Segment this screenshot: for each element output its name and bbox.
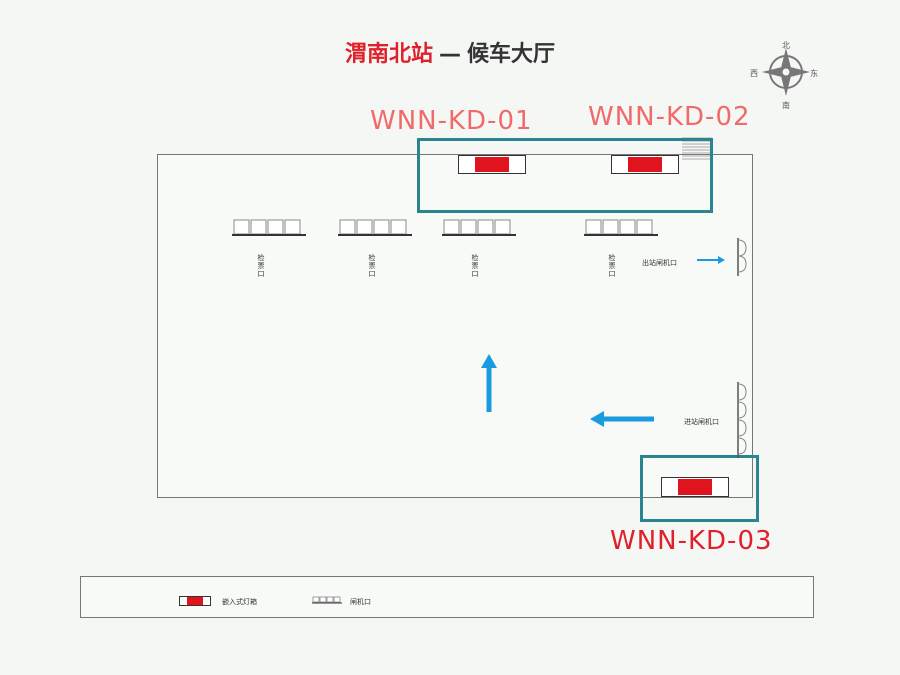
seating-row-4 — [584, 219, 658, 236]
exit-gate-turnstiles — [737, 238, 747, 276]
lightbox-01[interactable] — [458, 155, 526, 174]
lightbox-02[interactable] — [611, 155, 679, 174]
ad-spot-highlight-01-02[interactable] — [417, 138, 713, 213]
legend-lightbox-swatch-panel — [187, 597, 203, 605]
ad-spot-highlight-03[interactable] — [640, 455, 759, 522]
legend-gate-label: 闸机口 — [350, 598, 371, 606]
arrow-up-icon — [481, 354, 497, 412]
lightbox-03-panel — [678, 479, 712, 495]
compass-north: 北 — [782, 41, 790, 50]
seating-row-2 — [338, 219, 412, 236]
ticket-gate-label-3: 检票口 — [471, 254, 479, 278]
ad-spot-label-03: WNN-KD-03 — [610, 526, 773, 556]
station-name: 渭南北站 — [344, 42, 433, 67]
lightbox-03[interactable] — [661, 477, 729, 497]
entry-gate-label: 进站闸机口 — [684, 418, 719, 426]
entry-gate-turnstiles — [737, 382, 747, 458]
seating-row-3 — [442, 219, 516, 236]
title-separator: — — [439, 42, 461, 67]
legend-lightbox-label: 嵌入式灯箱 — [222, 598, 257, 606]
arrow-left-icon — [590, 411, 654, 427]
ticket-gate-label-1: 检票口 — [257, 254, 265, 278]
ticket-gate-label-4: 检票口 — [608, 254, 616, 278]
seating-row-1 — [232, 219, 306, 236]
ad-spot-label-01: WNN-KD-01 — [370, 106, 533, 136]
legend-lightbox-swatch — [179, 596, 211, 606]
compass-west: 西 — [750, 69, 758, 78]
hall-name: 候车大厅 — [467, 42, 556, 67]
compass-south: 南 — [782, 101, 790, 110]
compass-east: 东 — [810, 69, 818, 78]
ad-spot-label-02: WNN-KD-02 — [588, 102, 751, 132]
lightbox-01-panel — [475, 157, 509, 172]
ticket-gate-label-2: 检票口 — [368, 254, 376, 278]
compass-icon — [762, 48, 810, 96]
lightbox-02-panel — [628, 157, 662, 172]
page-title: 渭南北站—候车大厅 — [0, 36, 900, 68]
exit-arrow-icon — [697, 256, 725, 264]
legend-gate-swatch — [312, 596, 342, 604]
exit-gate-label: 出站闸机口 — [642, 259, 677, 267]
